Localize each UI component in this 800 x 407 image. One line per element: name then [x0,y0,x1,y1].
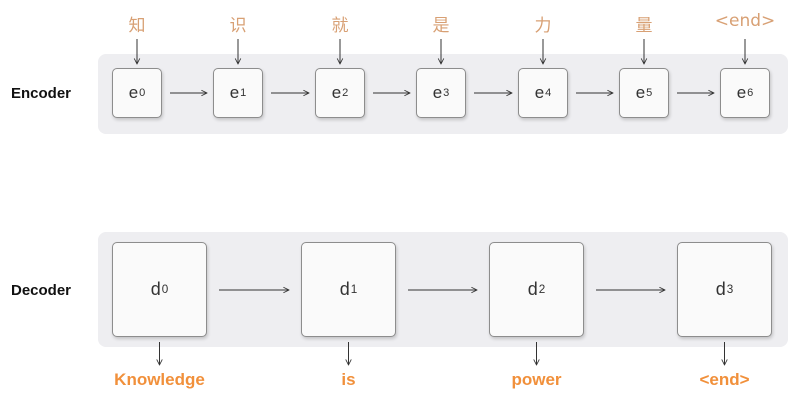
encoder-node-6-base: e [736,83,747,102]
encoder-node-0-base: e [128,83,139,102]
output-token-0: Knowledge [114,370,205,389]
encoder-node-1-base: e [229,83,240,102]
decoder-node-0-base: d [150,279,161,299]
encoder-node-4-subscript: 4 [545,87,552,99]
decoder-node-3-base: d [715,279,726,299]
encoder-node-2-base: e [331,83,342,102]
input-token-5: 量 [635,16,653,36]
input-token-6: <end> [714,11,776,31]
input-token-3: 是 [432,16,450,36]
output-token-3: <end> [699,370,750,389]
output-token-2: power [511,370,562,389]
encoder-node-6-subscript: 6 [747,87,754,99]
encoder-node-0-subscript: 0 [139,87,146,99]
encoder-node-5-base: e [635,83,646,102]
decoder-node-0-subscript: 0 [161,283,169,296]
input-token-1: 识 [229,16,247,36]
decoder-node-2-base: d [527,279,538,299]
decoder-node-3-subscript: 3 [726,283,734,296]
encoder-node-3-base: e [432,83,443,102]
decoder-node-1-base: d [339,279,350,299]
encoder-node-3-subscript: 3 [443,87,450,99]
decoder-node-1-subscript: 1 [350,283,358,296]
input-token-4: 力 [534,16,552,36]
encoder-node-1-subscript: 1 [240,87,247,99]
decoder-node-2-subscript: 2 [538,283,546,296]
encoder-node-5-subscript: 5 [646,87,653,99]
decoder-label: Decoder [11,282,72,299]
output-token-1: is [341,370,356,389]
encoder-node-4-base: e [534,83,545,102]
input-token-2: 就 [331,16,349,36]
input-token-0: 知 [128,16,146,36]
encoder-label: Encoder [11,85,72,102]
encoder-node-2-subscript: 2 [342,87,349,99]
